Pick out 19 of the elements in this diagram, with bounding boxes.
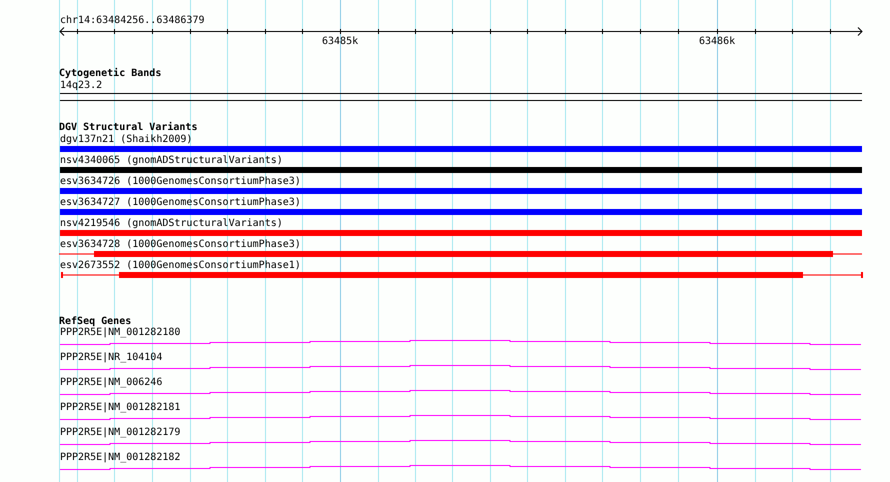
feature-label: PPP2R5E|NM_001282180 xyxy=(60,327,180,338)
track-title: DGV Structural Variants xyxy=(59,122,198,133)
feature-label: PPP2R5E|NR_104104 xyxy=(60,352,162,363)
track-title: RefSeq Genes xyxy=(59,316,132,327)
coordinate-range: chr14:63484256..63486379 xyxy=(60,15,204,26)
feature-label: nsv4340065 (gnomADStructuralVariants) xyxy=(60,155,283,166)
feature-label: dgv137n21 (Shaikh2009) xyxy=(60,134,192,145)
feature-label: PPP2R5E|NM_001282179 xyxy=(60,427,180,438)
tick-label: 63485k xyxy=(322,36,358,47)
feature-label: esv3634726 (1000GenomesConsortiumPhase3) xyxy=(60,176,301,187)
feature-label: PPP2R5E|NM_001282181 xyxy=(60,402,180,413)
feature-label: esv2673552 (1000GenomesConsortiumPhase1) xyxy=(60,260,301,271)
feature-label: esv3634727 (1000GenomesConsortiumPhase3) xyxy=(60,197,301,208)
feature-label: 14q23.2 xyxy=(60,80,102,91)
feature-label: nsv4219546 (gnomADStructuralVariants) xyxy=(60,218,283,229)
feature-label: PPP2R5E|NM_006246 xyxy=(60,377,162,388)
tick-label: 63486k xyxy=(699,36,736,47)
feature-label: PPP2R5E|NM_001282182 xyxy=(60,452,180,463)
feature-label: esv3634728 (1000GenomesConsortiumPhase3) xyxy=(60,239,301,250)
